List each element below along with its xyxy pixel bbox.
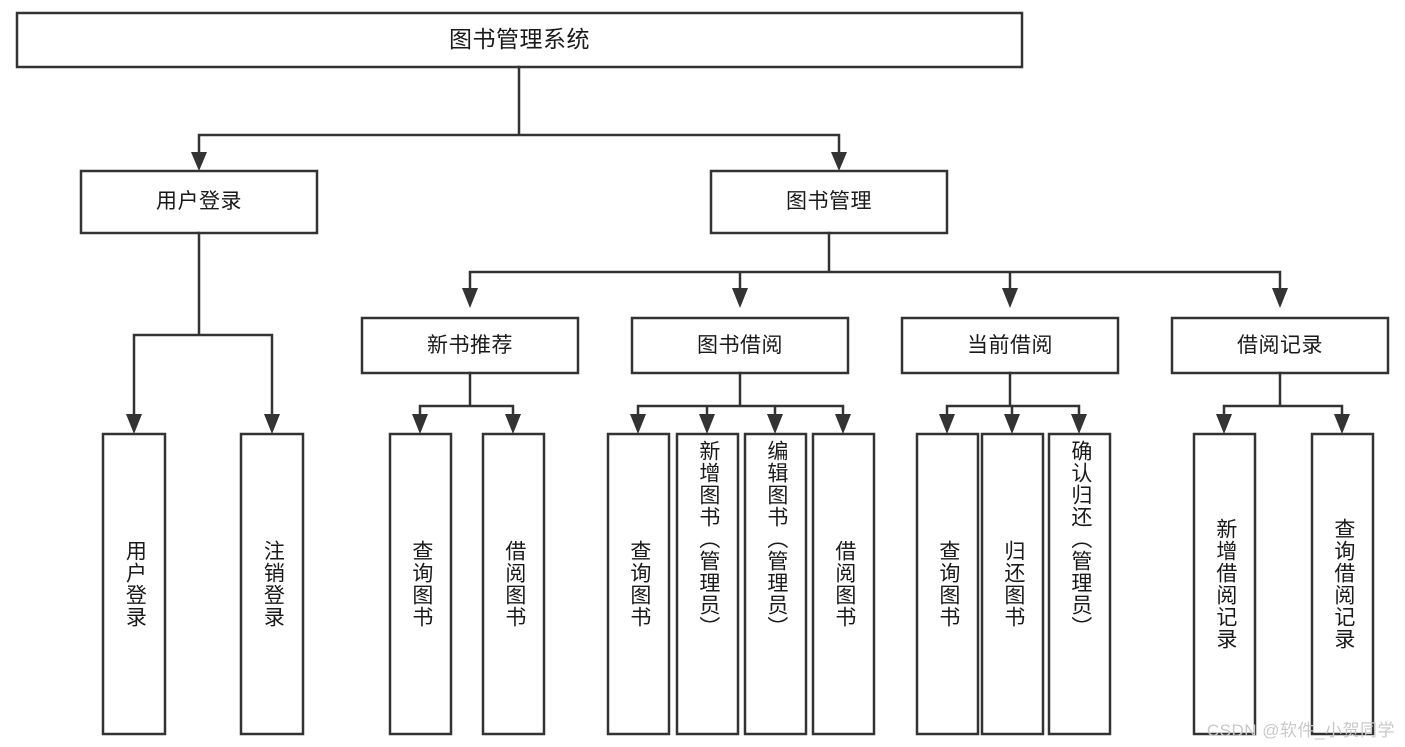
node-borrow-record-box[interactable] <box>1170 316 1390 375</box>
connector-new-book-recommend-to-leaves <box>418 371 515 420</box>
arrow-to-book-borrow <box>732 288 748 308</box>
arrow-to-current-borrow <box>1002 288 1018 308</box>
arrow-leaf-user-login-2 <box>264 414 280 434</box>
leaf-box-user-login-2[interactable] <box>239 432 305 736</box>
arrow-leaf-user-login-1 <box>126 414 142 434</box>
arrow-to-new-book-recommend <box>462 288 478 308</box>
leaf-box-recommend-2[interactable] <box>481 432 546 736</box>
arrow-leaf-current-2 <box>1004 414 1020 434</box>
leaf-box-current-1[interactable] <box>915 432 980 736</box>
connector-borrow-record-to-leaves <box>1222 371 1344 420</box>
arrow-leaf-borrow-3 <box>767 414 783 434</box>
arrow-leaf-borrow-4 <box>835 414 851 434</box>
arrow-leaf-recommend-1 <box>412 414 428 434</box>
node-user-login-box[interactable] <box>79 169 319 235</box>
node-book-manage-box[interactable] <box>709 169 949 235</box>
connector-book-manage-to-level3 <box>468 231 1282 292</box>
arrow-leaf-current-1 <box>939 414 955 434</box>
connector-current-borrow-to-leaves <box>945 371 1081 420</box>
leaf-box-current-3[interactable] <box>1047 432 1112 736</box>
node-book-borrow-box[interactable] <box>630 316 850 375</box>
leaf-box-borrow-3[interactable] <box>743 432 808 736</box>
leaf-box-record-2[interactable] <box>1310 432 1375 736</box>
arrow-to-borrow-record <box>1272 288 1288 308</box>
leaf-box-borrow-4[interactable] <box>811 432 876 736</box>
leaf-box-record-1[interactable] <box>1192 432 1257 736</box>
connector-book-borrow-to-leaves <box>636 371 845 420</box>
leaf-box-borrow-1[interactable] <box>606 432 671 736</box>
leaf-box-borrow-2[interactable] <box>675 432 740 736</box>
node-new-book-recommend-box[interactable] <box>360 316 580 375</box>
leaf-box-current-2[interactable] <box>980 432 1045 736</box>
arrow-leaf-borrow-1 <box>630 414 646 434</box>
node-current-borrow-box[interactable] <box>900 316 1120 375</box>
connector-user-login-to-leaves <box>132 231 274 420</box>
arrow-leaf-current-3 <box>1071 414 1087 434</box>
arrow-leaf-record-1 <box>1216 414 1232 434</box>
arrow-to-user-login <box>191 152 207 171</box>
watermark-text: CSDN @软件_小贺同学 <box>1206 721 1395 740</box>
leaf-box-recommend-1[interactable] <box>388 432 453 736</box>
arrow-to-book-manage <box>831 152 847 171</box>
arrow-leaf-borrow-2 <box>699 414 715 434</box>
arrow-leaf-record-2 <box>1334 414 1350 434</box>
connector-root-to-level2 <box>197 65 841 158</box>
arrow-leaf-recommend-2 <box>505 414 521 434</box>
node-root-box[interactable] <box>15 11 1024 69</box>
leaf-box-user-login-1[interactable] <box>101 432 167 736</box>
